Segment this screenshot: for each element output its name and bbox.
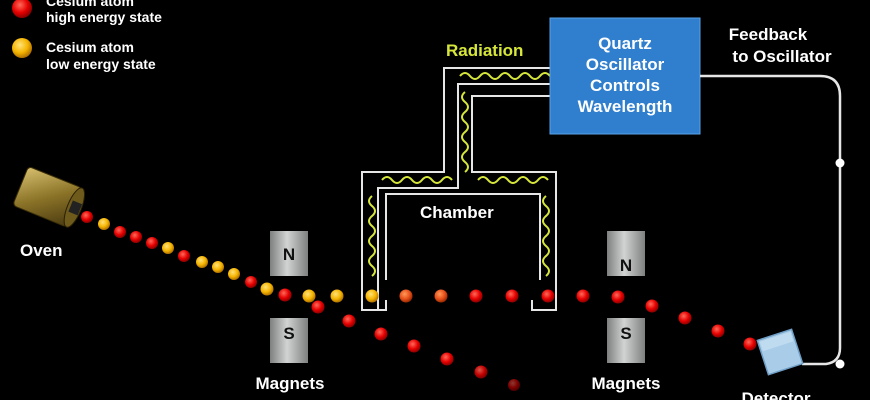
legend-low-dot xyxy=(12,38,32,58)
atom-high xyxy=(374,327,388,341)
atom-beam xyxy=(81,211,757,391)
atom-high xyxy=(711,324,725,338)
feedback-node-top xyxy=(835,158,845,168)
radiation-wave-down-right xyxy=(542,195,550,277)
magnet-left-south-label: S xyxy=(283,324,294,343)
atom-high xyxy=(440,352,454,366)
magnets-right: N S Magnets xyxy=(592,231,661,393)
waveguide xyxy=(361,67,557,311)
legend-low-label-line1: Cesium atom xyxy=(46,39,134,55)
chamber-bracket-left xyxy=(361,300,387,311)
oscillator-label-line3: Controls xyxy=(590,76,660,95)
magnets-left: N S Magnets xyxy=(256,231,325,393)
atom-high xyxy=(576,289,590,303)
atom-low xyxy=(162,242,174,254)
radiation-wave-right xyxy=(477,176,549,184)
magnet-right-south-label: S xyxy=(620,324,631,343)
atom-high xyxy=(178,250,190,262)
radiation-wave-left xyxy=(381,176,453,184)
oven: Oven xyxy=(13,167,86,260)
radiation-waves xyxy=(368,72,551,277)
feedback-loop: Feedback to Oscillator xyxy=(700,25,845,369)
magnet-right-north-label: N xyxy=(620,256,632,275)
chamber-bracket-right xyxy=(531,300,557,311)
oven-label: Oven xyxy=(20,241,63,260)
atom-transition xyxy=(434,289,448,303)
radiation-wave-vertical xyxy=(461,91,469,173)
radiation-label: Radiation xyxy=(446,41,523,60)
magnets-right-label: Magnets xyxy=(592,374,661,393)
feedback-wire xyxy=(700,74,842,366)
legend-high-label-line1: Cesium atom xyxy=(46,0,134,9)
feedback-label-line1: Feedback xyxy=(729,25,808,44)
chamber-label: Chamber xyxy=(420,203,494,222)
oscillator-label-line2: Oscillator xyxy=(586,55,665,74)
feedback-node-bottom xyxy=(835,359,845,369)
atom-high xyxy=(541,289,555,303)
atom-high xyxy=(130,231,142,243)
atom-high xyxy=(505,289,519,303)
atom-high xyxy=(508,379,520,391)
cube-detector-icon xyxy=(756,328,804,376)
magnet-right-south xyxy=(607,318,645,363)
atom-transition xyxy=(399,289,413,303)
waveguide-outer xyxy=(361,67,550,310)
radiation-wave-down-left xyxy=(368,195,376,277)
chamber-inner xyxy=(385,193,541,280)
feedback-label-line2: to Oscillator xyxy=(732,47,832,66)
cylinder-oven-icon xyxy=(13,167,86,228)
atom-high xyxy=(474,365,488,379)
atom-high xyxy=(278,288,292,302)
atom-low xyxy=(228,268,240,280)
magnet-right-north xyxy=(607,231,645,276)
magnets-left-label: Magnets xyxy=(256,374,325,393)
legend-high-label-line2: high energy state xyxy=(46,9,162,25)
detector-label: Detector xyxy=(742,389,811,400)
oscillator-box xyxy=(549,17,701,135)
oscillator-label-line1: Quartz xyxy=(598,34,652,53)
atom-high xyxy=(146,237,158,249)
magnet-left-north xyxy=(270,231,308,276)
atom-high xyxy=(469,289,483,303)
detector: Detector xyxy=(742,328,811,400)
legend-high-dot xyxy=(12,0,32,18)
oscillator-label-line4: Wavelength xyxy=(578,97,673,116)
atom-low xyxy=(196,256,208,268)
atom-high xyxy=(611,290,625,304)
atom-low xyxy=(260,282,274,296)
atom-high xyxy=(645,299,659,313)
atom-high xyxy=(407,339,421,353)
waveguide-inner xyxy=(377,83,550,310)
atom-low xyxy=(98,218,110,230)
atom-high xyxy=(114,226,126,238)
atom-high xyxy=(81,211,93,223)
atom-high xyxy=(743,337,757,351)
legend-low-label-line2: low energy state xyxy=(46,56,156,72)
waveguide-outer-right xyxy=(471,95,557,310)
atom-low xyxy=(212,261,224,273)
atom-low xyxy=(330,289,344,303)
magnet-left-north-label: N xyxy=(283,245,295,264)
magnet-left-south xyxy=(270,318,308,363)
atom-high xyxy=(311,300,325,314)
atom-low xyxy=(302,289,316,303)
atom-high xyxy=(245,276,257,288)
legend: Cesium atom high energy state Cesium ato… xyxy=(12,0,162,72)
quartz-oscillator: Quartz Oscillator Controls Wavelength xyxy=(549,17,701,135)
radiation-wave-top xyxy=(459,72,551,80)
atom-high xyxy=(678,311,692,325)
atom-high xyxy=(342,314,356,328)
atom-low xyxy=(365,289,379,303)
